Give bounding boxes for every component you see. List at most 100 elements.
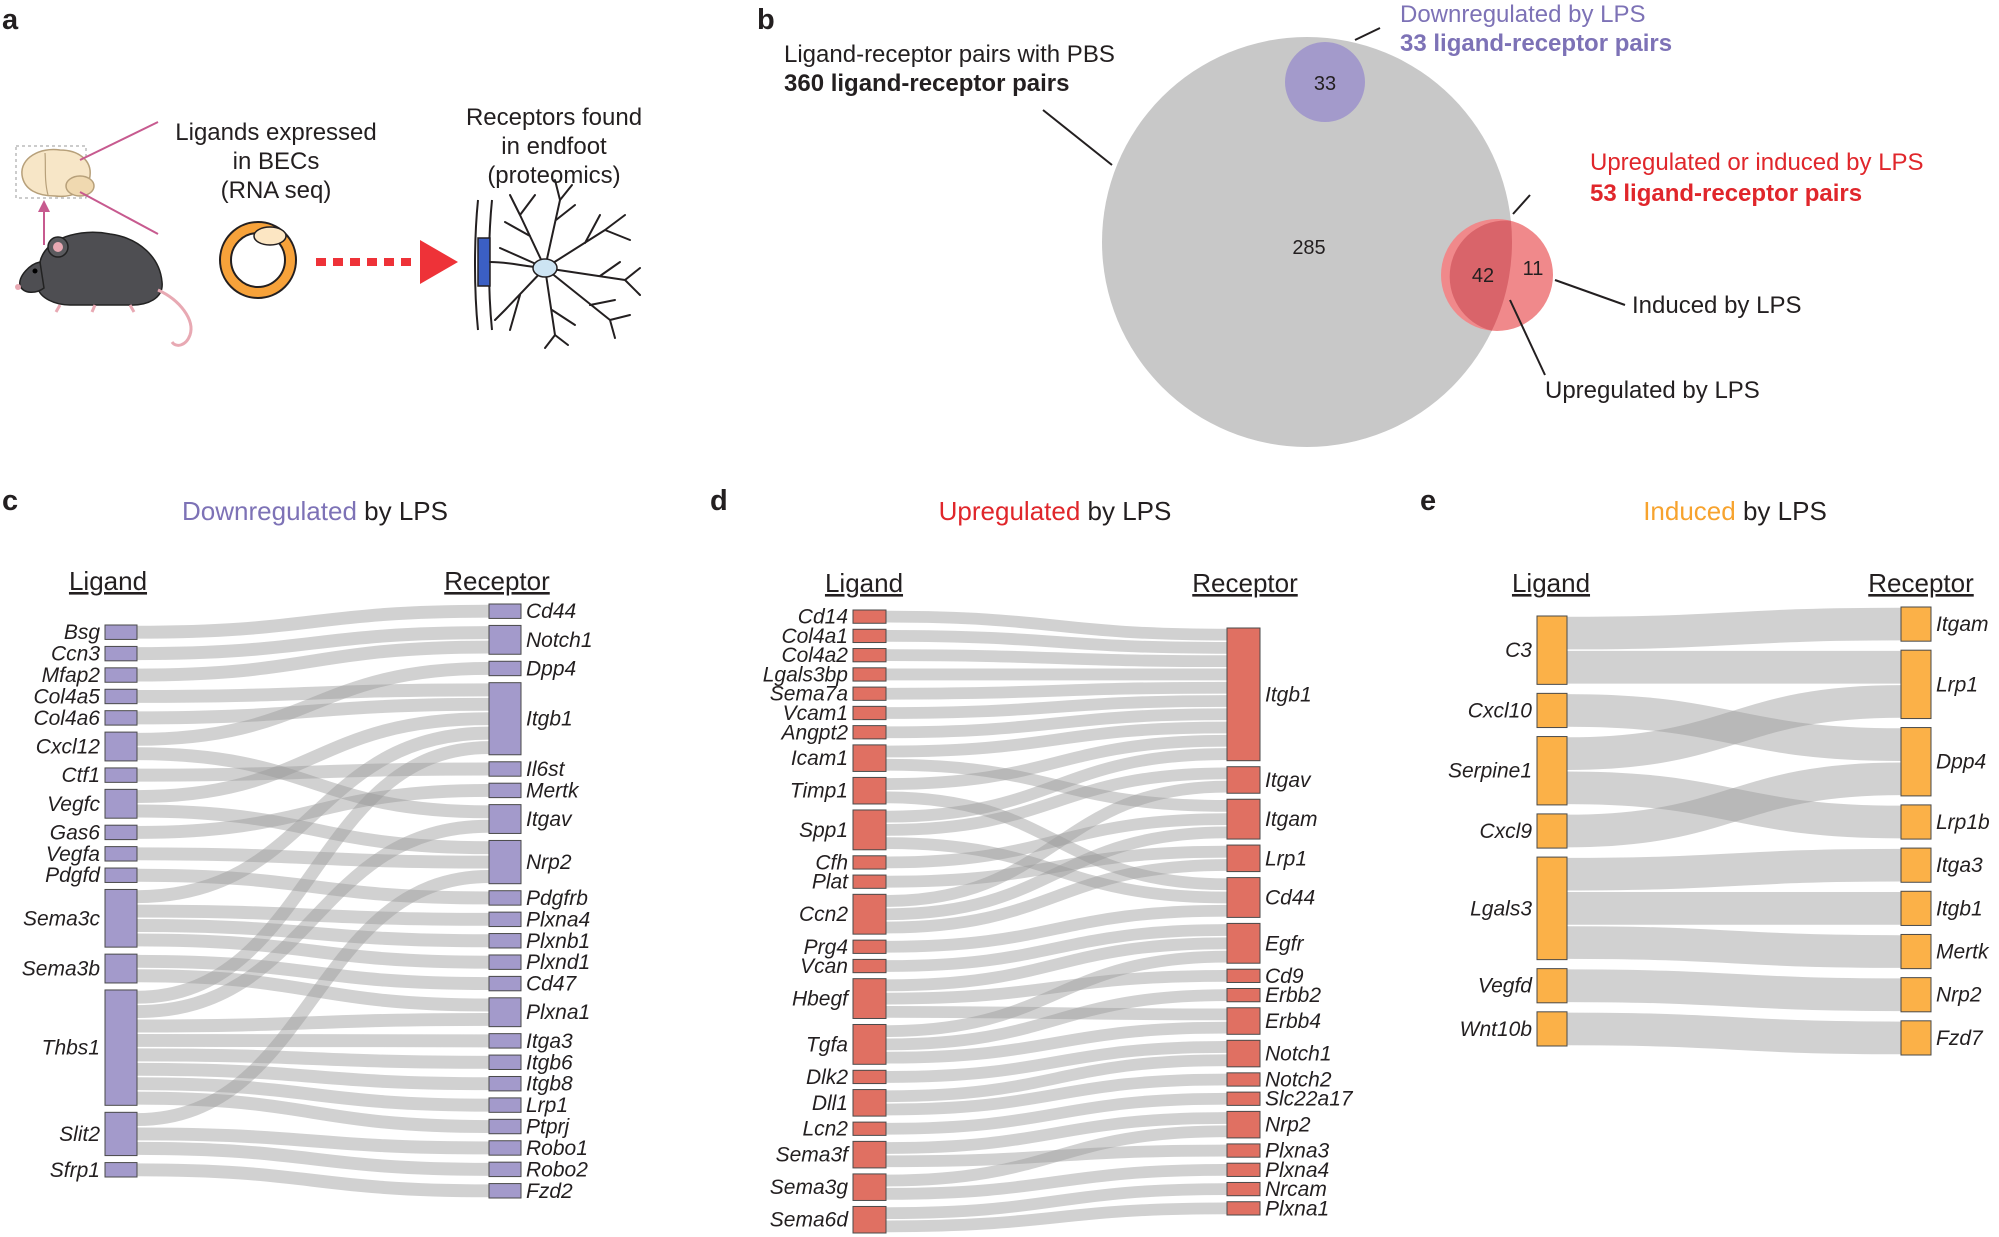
link-serpine1-lrp1 — [1566, 685, 1902, 770]
ligand-label-sema3c: Sema3c — [23, 907, 101, 930]
ligand-node-sfrp1 — [104, 1162, 138, 1178]
venn-value-down: 33 — [1314, 73, 1336, 95]
receptor-node-itgav — [1226, 766, 1261, 794]
receptor-node-plxna4 — [488, 911, 522, 928]
ligand-node-ccn2 — [852, 893, 887, 935]
receptors-text-block: Receptors found in endfoot (proteomics) — [466, 104, 642, 189]
link-sema3f-nrp2 — [885, 1112, 1228, 1154]
link-thbs1-itgav — [136, 819, 490, 1019]
link-sema3c-plxnd1 — [136, 933, 490, 969]
receptor-node-fzd7 — [1900, 1020, 1932, 1056]
link-mfap2-notch1 — [136, 640, 490, 682]
receptor-node-fzd2 — [488, 1183, 522, 1199]
link-tgfa-erbb4 — [885, 1021, 1228, 1064]
receptor-label-itgb1: Itgb1 — [1265, 683, 1312, 706]
panel-title-colored-e: Induced — [1643, 496, 1736, 526]
venn-pbs-circle — [1102, 37, 1512, 447]
link-slit2-robo2 — [136, 1141, 490, 1176]
ligand-node-col4a2 — [852, 648, 887, 663]
ligand-node-vcam1 — [852, 705, 887, 721]
ligand-label-icam1: Icam1 — [791, 747, 848, 770]
link-sema6d-plxna1 — [885, 1202, 1228, 1233]
receptor-label-dpp4: Dpp4 — [526, 657, 576, 680]
receptor-label-mertk: Mertk — [1936, 941, 1990, 964]
ligand-node-lgals3 — [1536, 856, 1568, 961]
receptor-node-nrp2 — [488, 839, 522, 885]
panel-title-colored-d: Upregulated — [939, 496, 1081, 526]
ligands-text-line1: Ligands expressed — [175, 119, 376, 146]
upregulated-leader-line — [1509, 299, 1546, 376]
receptor-label-plxna1: Plxna1 — [1265, 1197, 1329, 1220]
ligand-node-pdgfd — [104, 867, 138, 883]
receptor-node-lrp1b — [1900, 804, 1932, 840]
ligand-label-prg4: Prg4 — [804, 936, 848, 959]
ligand-node-timp1 — [852, 776, 887, 805]
ligand-node-prg4 — [852, 939, 887, 954]
link-slit2-nrp2 — [136, 870, 490, 1126]
ligand-label-sema6d: Sema6d — [770, 1209, 850, 1232]
link-vcan-egfr — [885, 924, 1228, 972]
ligand-node-lcn2 — [852, 1121, 887, 1136]
receptor-label-notch1: Notch1 — [526, 629, 593, 652]
down-count-label: 33 ligand-receptor pairs — [1400, 30, 1672, 57]
ligand-label-angpt2: Angpt2 — [779, 721, 848, 744]
receptor-label-ptprj: Ptprj — [526, 1116, 571, 1139]
receptor-label-mertk: Mertk — [526, 779, 580, 802]
link-hbegf-cd9 — [885, 969, 1228, 1005]
link-bsg-cd44 — [136, 604, 490, 639]
ligand-node-sema6d — [852, 1205, 887, 1234]
link-ccn3-notch1 — [136, 626, 490, 661]
receptor-node-slc22a17 — [1226, 1091, 1261, 1106]
link-ctf1-il6st — [136, 762, 490, 782]
receptor-node-cd44 — [488, 603, 522, 619]
link-timp1-itgb1 — [885, 734, 1228, 790]
pbs-leader-line — [1042, 109, 1113, 166]
receptor-label-notch2: Notch2 — [1265, 1068, 1332, 1091]
link-col4a2-itgb1 — [885, 649, 1228, 668]
venn-up-overlap — [1449, 220, 1512, 331]
receptor-label-cd44: Cd44 — [526, 600, 576, 623]
link-tgfa-erbb2 — [885, 989, 1228, 1051]
receptor-label-nrcam: Nrcam — [1265, 1178, 1327, 1201]
receptor-node-erbb4 — [1226, 1007, 1261, 1035]
astrocyte-icon — [474, 179, 641, 349]
ligand-node-col4a1 — [852, 628, 887, 644]
ligand-node-dll1 — [852, 1089, 887, 1117]
receptor-node-lrp1 — [1226, 844, 1261, 873]
link-wnt10b-fzd7 — [1566, 1012, 1902, 1055]
ligand-label-lgals3: Lgals3 — [1470, 897, 1532, 920]
venn-down-circle — [1285, 42, 1365, 122]
receptor-node-il6st — [488, 761, 522, 777]
receptor-label-egfr: Egfr — [1265, 932, 1305, 955]
link-sema3b-plxna1 — [136, 969, 490, 1012]
ligand-label-sema3f: Sema3f — [776, 1144, 851, 1167]
link-tgfa-egfr — [885, 950, 1228, 1038]
link-cd14-itgb1 — [885, 610, 1228, 641]
link-sema3c-plxnb1 — [136, 919, 490, 948]
receptor-header-e: Receptor — [1868, 568, 1974, 598]
link-spp1-itgav — [885, 767, 1228, 836]
link-spp1-cd44 — [885, 837, 1228, 904]
link-sema7a-itgb1 — [885, 681, 1228, 700]
receptor-label-slc22a17: Slc22a17 — [1265, 1088, 1354, 1111]
ligand-label-vcam1: Vcam1 — [783, 702, 848, 725]
ligand-node-sema7a — [852, 686, 887, 701]
link-vegfa-nrp2 — [136, 847, 490, 869]
panel-title-e: Induced by LPS — [1643, 496, 1827, 526]
ligand-node-col4a6 — [104, 710, 138, 726]
receptor-node-mertk — [1900, 933, 1932, 970]
ligand-node-angpt2 — [852, 725, 887, 740]
ligand-node-tgfa — [852, 1023, 887, 1065]
link-thbs1-lrp1 — [136, 1077, 490, 1112]
ligand-label-cd14: Cd14 — [798, 606, 848, 629]
ligand-label-cxcl10: Cxcl10 — [1468, 699, 1533, 722]
ligand-node-mfap2 — [104, 667, 138, 683]
link-dlk2-notch1 — [885, 1041, 1228, 1083]
receptor-node-plxna4 — [1226, 1162, 1261, 1177]
receptors-text-line3: (proteomics) — [487, 162, 620, 189]
ligand-label-lgals3bp: Lgals3bp — [763, 663, 848, 686]
ligand-label-vegfc: Vegfc — [47, 793, 100, 816]
